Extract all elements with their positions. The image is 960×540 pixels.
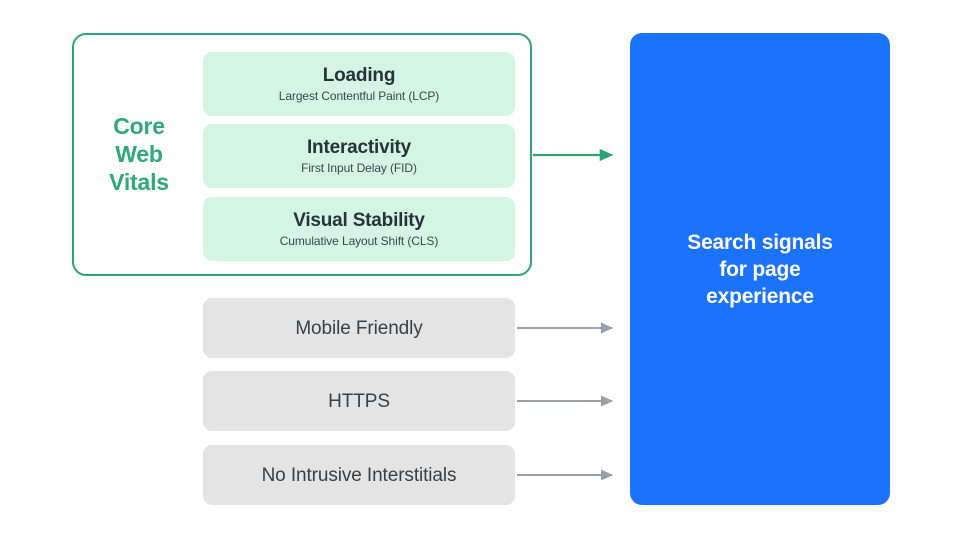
metric-card-visual-stability: Visual Stability Cumulative Layout Shift…: [203, 197, 515, 261]
metric-subtitle: First Input Delay (FID): [301, 161, 417, 175]
core-web-vitals-label-line-1: Core: [113, 113, 165, 139]
metric-subtitle: Cumulative Layout Shift (CLS): [279, 234, 439, 248]
signal-title: No Intrusive Interstitials: [261, 464, 457, 486]
metric-subtitle: Largest Contentful Paint (LCP): [278, 89, 440, 103]
core-web-vitals-label-line-3: Vitals: [109, 169, 169, 195]
metric-title: Loading: [322, 65, 396, 86]
search-signals-panel-text: Search signals for page experience: [687, 230, 833, 308]
metric-title: Visual Stability: [293, 210, 425, 231]
metric-card-interactivity: Interactivity First Input Delay (FID): [203, 124, 515, 188]
metric-card-loading: Loading Largest Contentful Paint (LCP): [203, 52, 515, 116]
signal-card-mobile-friendly: Mobile Friendly: [203, 298, 515, 358]
core-web-vitals-label-line-2: Web: [115, 141, 163, 167]
search-signals-panel: Search signals for page experience: [630, 33, 890, 505]
signal-card-https: HTTPS: [203, 371, 515, 431]
metric-title: Interactivity: [306, 137, 412, 158]
signal-title: HTTPS: [328, 390, 390, 412]
signal-title: Mobile Friendly: [295, 317, 423, 339]
core-web-vitals-group: [72, 33, 532, 276]
signal-card-no-intrusive-interstitials: No Intrusive Interstitials: [203, 445, 515, 505]
core-web-vitals-label: Core Web Vitals: [78, 112, 200, 196]
